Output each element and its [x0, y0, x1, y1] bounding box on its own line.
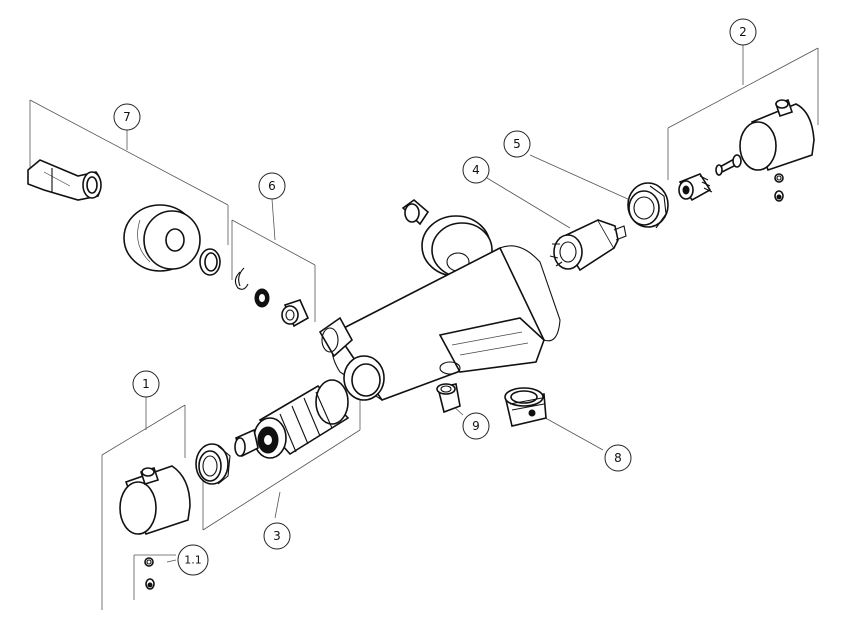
- callout-label-7: 7: [123, 110, 131, 124]
- callout-1-1: 1.1: [177, 544, 209, 576]
- callout-label-2: 2: [739, 25, 747, 39]
- callout-2: 2: [729, 18, 757, 46]
- part-7-handle-assembly: [27, 159, 221, 276]
- callout-9: 9: [462, 412, 490, 440]
- part-2-handle-assembly: [678, 98, 815, 202]
- callout-3: 3: [263, 522, 291, 550]
- callout-label-9: 9: [472, 419, 480, 433]
- callout-label-8: 8: [614, 451, 622, 465]
- callout-5: 5: [503, 130, 531, 158]
- group-brackets: [29, 47, 819, 610]
- callout-1: 1: [132, 370, 160, 398]
- part-6-clip-assembly: [234, 267, 310, 328]
- callout-label-6: 6: [268, 179, 276, 193]
- part-9-bush: [436, 383, 461, 414]
- part-4-cartridge: [549, 218, 627, 272]
- callout-label-1-1: 1.1: [184, 554, 202, 567]
- part-8-aerator: [504, 387, 547, 427]
- callout-4: 4: [462, 156, 490, 184]
- part-3-thermostatic-cartridge: [234, 379, 350, 459]
- callout-8: 8: [604, 444, 632, 472]
- part-1-nut: [195, 443, 231, 485]
- valve-body: [318, 198, 561, 401]
- part-1-handle: [119, 465, 191, 590]
- callout-label-5: 5: [513, 137, 521, 151]
- callout-7: 7: [113, 103, 141, 131]
- callout-6: 6: [258, 172, 286, 200]
- leader-lines: [126, 45, 744, 563]
- callout-label-4: 4: [472, 163, 480, 177]
- callout-label-3: 3: [273, 529, 281, 543]
- callout-label-1: 1: [142, 377, 150, 391]
- part-5-nut: [627, 182, 669, 229]
